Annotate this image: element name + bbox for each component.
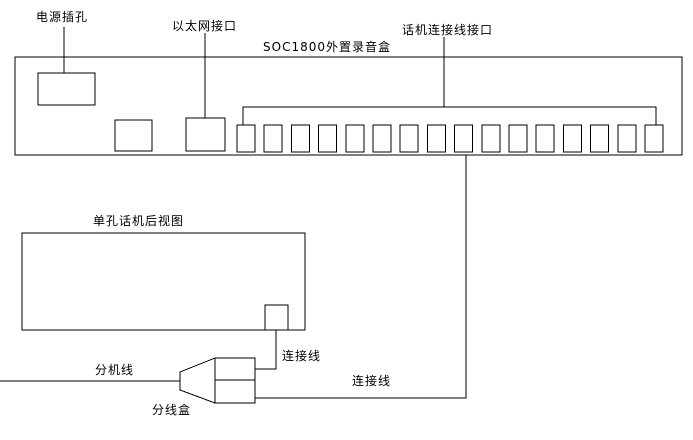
phone-port — [562, 124, 582, 153]
phone-port — [318, 124, 338, 153]
power-jack-label: 电源插孔 — [36, 10, 89, 24]
phone-port — [399, 124, 419, 153]
splitter-port-bottom — [214, 379, 256, 404]
ethernet-label: 以太网接口 — [172, 19, 238, 33]
phone-port — [345, 124, 365, 153]
ethernet-port — [185, 117, 226, 152]
phone-ports-bracket — [242, 106, 657, 125]
phone-port — [263, 124, 283, 153]
extension-line-label: 分机线 — [95, 363, 135, 377]
phone-port — [454, 124, 474, 153]
phone-cable-label: 连接线 — [282, 349, 322, 363]
phone-port — [426, 124, 446, 153]
splitter-funnel — [179, 357, 216, 404]
diagram-title: SOC1800外置录音盒 — [263, 40, 391, 54]
phone-port — [481, 124, 501, 153]
phone-cable-wire — [255, 330, 277, 370]
phone-line-port — [264, 304, 289, 331]
phone-rear-outline — [21, 232, 306, 331]
phone-port — [590, 124, 610, 153]
power-jack — [37, 72, 96, 106]
splitter-box-label: 分线盒 — [152, 403, 192, 417]
splitter-port-top — [214, 357, 256, 381]
phone-port — [290, 124, 310, 153]
phone-ports-label: 话机连接线接口 — [402, 23, 494, 37]
aux-port — [114, 119, 153, 152]
phone-port-row — [236, 124, 664, 153]
recorder-cable-label: 连接线 — [352, 374, 392, 388]
phone-port — [236, 124, 256, 153]
recorder-cable-wire — [255, 155, 467, 399]
phone-port — [644, 124, 664, 153]
phone-port — [535, 124, 555, 153]
phone-rear-view-label: 单孔话机后视图 — [93, 214, 185, 228]
phone-port — [508, 124, 528, 153]
phone-port — [617, 124, 637, 153]
phone-port — [372, 124, 392, 153]
